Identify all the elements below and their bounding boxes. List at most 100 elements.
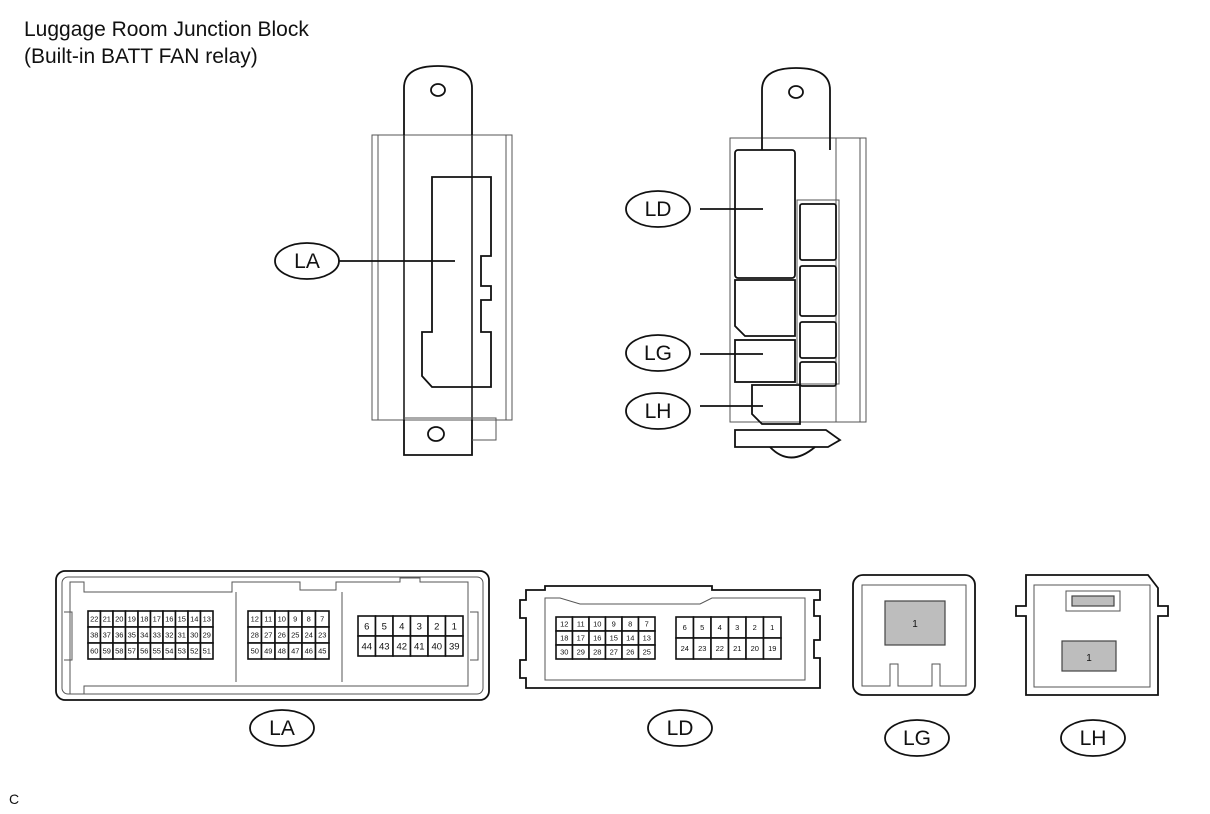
ld-pin-label: 5 [700, 623, 704, 632]
ld-pin-label: 30 [560, 648, 568, 657]
callout-lh-bottom: LH [1060, 719, 1126, 757]
la-pin-label: 11 [264, 615, 272, 624]
la-pin-cell [199, 642, 214, 660]
la-pin-label: 12 [251, 615, 259, 624]
la-pin-label: 23 [318, 631, 326, 640]
ld-pin-label: 3 [735, 623, 739, 632]
la-pin-label: 60 [90, 647, 98, 656]
ld-pin-label: 28 [593, 648, 601, 657]
callout-la-top-label: LA [294, 250, 320, 273]
callout-lg-bottom: LG [884, 719, 950, 757]
callout-lh-top: LH [625, 392, 763, 430]
la-pin-label: 49 [264, 647, 272, 656]
la-pin-label: 8 [307, 615, 311, 624]
la-pin-label: 41 [414, 641, 425, 652]
ld-pin-label: 24 [681, 644, 689, 653]
la-pin-label: 25 [291, 631, 299, 640]
la-pin-label: 26 [278, 631, 286, 640]
ld-pin-label: 9 [612, 620, 616, 629]
la-connector-socket [421, 176, 492, 388]
block-right-frame [729, 137, 867, 423]
la-pin-label: 34 [140, 631, 148, 640]
la-pin-label: 9 [293, 615, 297, 624]
callout-ld-bottom-label: LD [667, 717, 694, 740]
ld-pin-label: 2 [753, 623, 757, 632]
la-pin-label: 53 [178, 647, 186, 656]
la-pin-label: 36 [115, 631, 123, 640]
la-pin-label: 22 [90, 615, 98, 624]
connector-lg-face: 1 [852, 574, 976, 696]
title-line-2: (Built-in BATT FAN relay) [24, 45, 258, 68]
la-pin-label: 42 [396, 641, 407, 652]
la-pin-label: 51 [203, 647, 211, 656]
ld-pin-label: 13 [643, 634, 651, 643]
side-relay-4 [799, 361, 837, 387]
la-pin-label: 27 [264, 631, 272, 640]
la-pin-label: 14 [190, 615, 198, 624]
la-pin-label: 57 [128, 647, 136, 656]
side-relay-2 [799, 265, 837, 317]
ld-pin-label: 12 [560, 620, 568, 629]
la-pin-label: 35 [128, 631, 136, 640]
block-left-frame [371, 134, 513, 421]
ld-pin-label: 26 [626, 648, 634, 657]
callout-ld-top-label: LD [645, 198, 672, 221]
la-pin-label: 7 [320, 615, 324, 624]
lh-pin-label: 1 [1086, 653, 1092, 664]
block-right-mid-socket [734, 279, 796, 337]
ld-pin-label: 20 [751, 644, 759, 653]
la-pin-cell [314, 642, 330, 660]
ld-pin-label: 10 [593, 620, 601, 629]
ld-pin-label: 17 [577, 634, 585, 643]
block-left-foot [404, 417, 497, 441]
la-pin-label: 54 [165, 647, 173, 656]
mount-hole-top-left [430, 83, 446, 97]
la-pin-label: 30 [190, 631, 198, 640]
la-pin-label: 17 [153, 615, 161, 624]
ld-pin-cell [637, 644, 656, 660]
callout-lg-top: LG [625, 334, 763, 372]
side-relay-3 [799, 321, 837, 359]
block-right-clip [734, 429, 842, 448]
ld-pin-label: 11 [577, 620, 585, 629]
la-pin-label: 56 [140, 647, 148, 656]
la-pin-cell [444, 635, 464, 657]
la-pin-label: 52 [190, 647, 198, 656]
ld-pin-label: 18 [560, 634, 568, 643]
callout-lg-top-label: LG [644, 342, 672, 365]
ld-pin-label: 1 [770, 623, 774, 632]
ld-pin-label: 14 [626, 634, 634, 643]
ld-pin-label: 19 [768, 644, 776, 653]
la-pin-label: 15 [178, 615, 186, 624]
ld-pin-label: 4 [718, 623, 722, 632]
la-pin-label: 33 [153, 631, 161, 640]
ld-pin-label: 21 [733, 644, 741, 653]
callout-ld-bottom: LD [647, 709, 713, 747]
ld-pin-label: 22 [716, 644, 724, 653]
la-pin-label: 37 [103, 631, 111, 640]
lg-pin-label: 1 [912, 619, 918, 630]
la-pin-label: 47 [291, 647, 299, 656]
ld-pin-label: 15 [610, 634, 618, 643]
lh-latch [1065, 590, 1121, 612]
side-relay-housing [796, 199, 840, 385]
la-pin-label: 50 [251, 647, 259, 656]
callout-la-bottom-label: LA [269, 717, 295, 740]
mount-hole-top-right [788, 85, 804, 99]
junction-block-la-view [371, 65, 513, 456]
block-right-bottom-tab [769, 446, 816, 459]
ld-pin-label: 23 [698, 644, 706, 653]
callout-la-bottom: LA [249, 709, 315, 747]
la-pin-label: 45 [318, 647, 326, 656]
la-pin-label: 1 [452, 621, 457, 632]
la-pin-label: 43 [379, 641, 390, 652]
la-pin-label: 59 [103, 647, 111, 656]
la-pin-label: 3 [417, 621, 422, 632]
lh-connector-socket [751, 384, 801, 425]
